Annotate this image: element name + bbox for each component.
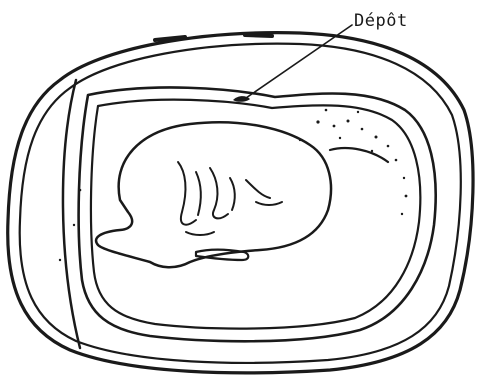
embryo-limb-5 (246, 180, 270, 198)
embryo-limb-3 (210, 168, 228, 218)
deposit-label: Dépôt (354, 11, 408, 31)
embryo-limb-7 (186, 232, 214, 235)
embryo-back (330, 148, 388, 162)
membrane-inner (91, 100, 420, 329)
embryo-sac (96, 122, 331, 267)
embryo-limb-1 (178, 162, 196, 225)
embryo-limb-4 (230, 178, 235, 210)
embryo-limb-6 (256, 202, 282, 205)
embryo-limb-2 (196, 172, 201, 215)
shell-mark-right (245, 35, 272, 36)
